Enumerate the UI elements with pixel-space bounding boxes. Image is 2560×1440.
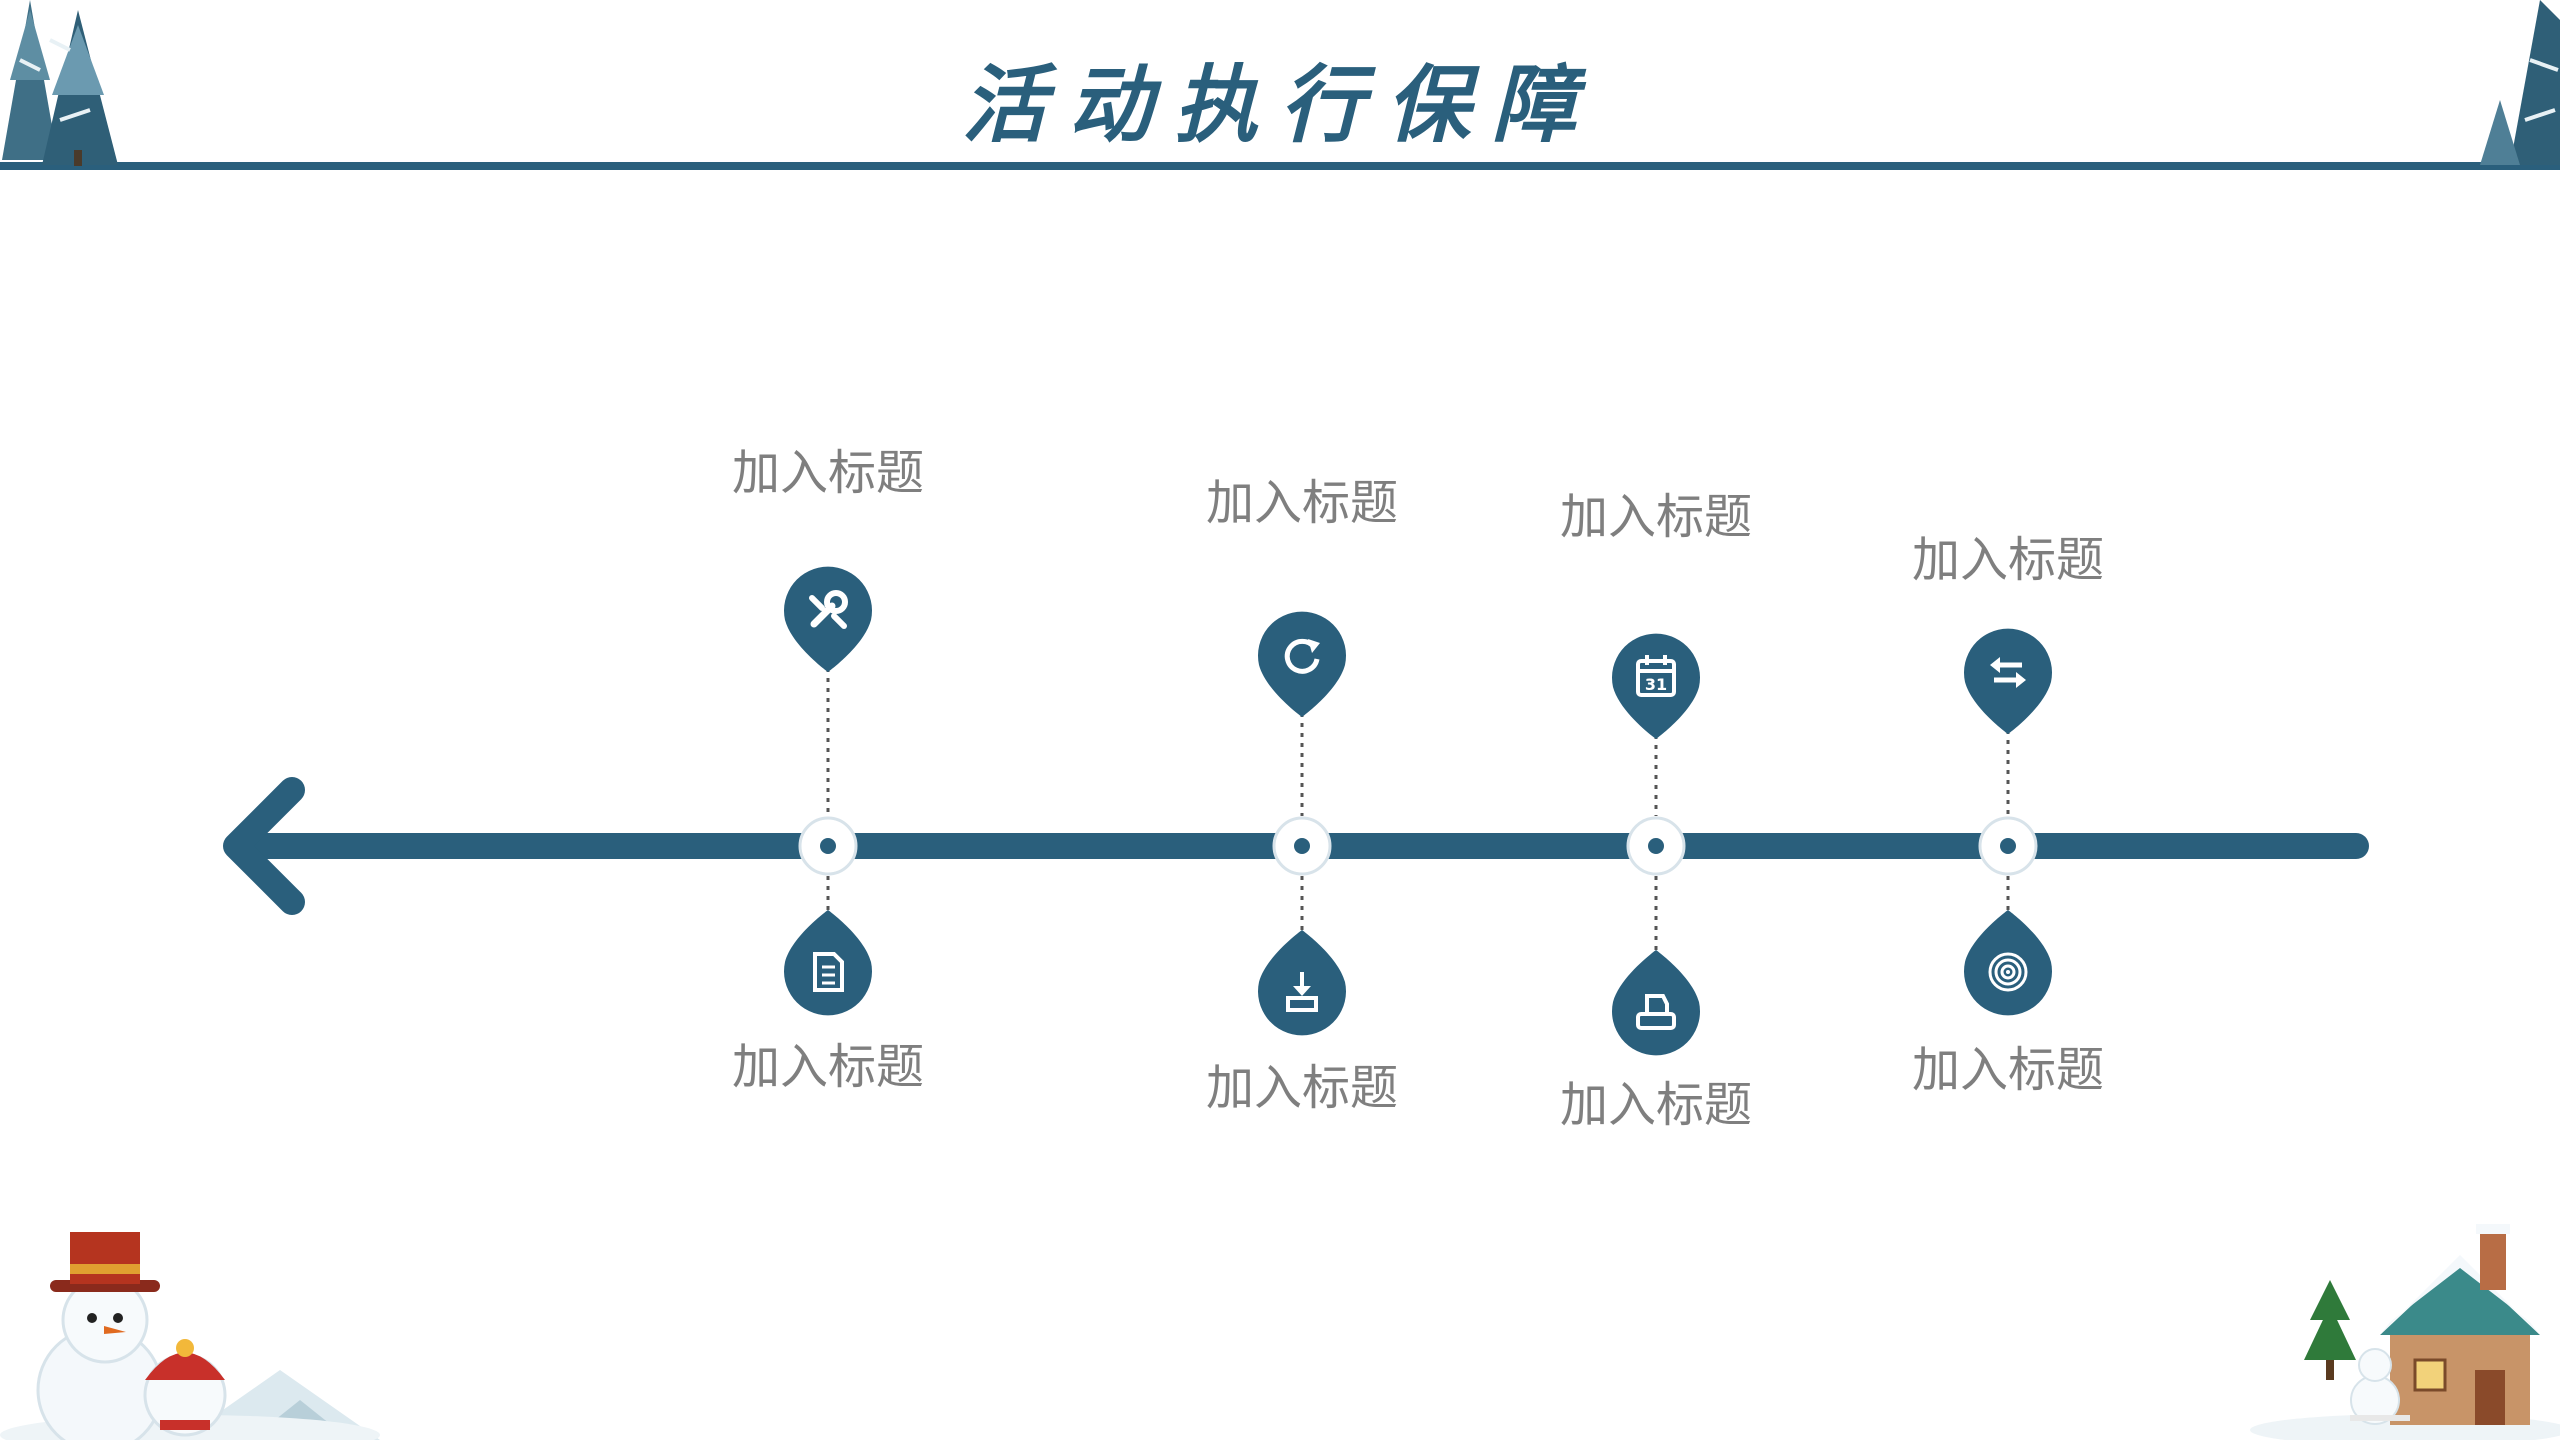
timeline-node-dot — [820, 838, 836, 854]
node-top-label: 加入标题 — [1911, 532, 2104, 588]
snowmen-bottom-left — [0, 1232, 380, 1440]
transfer-icon — [1962, 622, 2054, 734]
timeline-node-dot — [2000, 838, 2016, 854]
timeline-node-dot — [1648, 838, 1664, 854]
refresh-icon — [1256, 605, 1348, 717]
document-icon — [782, 910, 874, 1022]
node-bottom-label: 加入标题 — [1205, 1060, 1398, 1116]
pine-trees-top-left — [2, 0, 118, 166]
slide-title: 活动执行保障 — [961, 55, 1598, 154]
calendar-icon: 31 — [1610, 627, 1702, 739]
svg-text:31: 31 — [1645, 675, 1667, 694]
node-top-label: 加入标题 — [731, 445, 924, 501]
wrench-icon — [782, 560, 874, 672]
node-top-label: 加入标题 — [1205, 475, 1398, 531]
header-divider — [0, 162, 2560, 170]
target-icon — [1962, 910, 2054, 1022]
timeline-node-dot — [1294, 838, 1310, 854]
download-icon — [1256, 930, 1348, 1042]
node-bottom-label: 加入标题 — [731, 1039, 924, 1095]
node-bottom-label: 加入标题 — [1559, 1077, 1752, 1133]
printer-icon — [1610, 950, 1702, 1062]
node-top-label: 加入标题 — [1559, 489, 1752, 545]
timeline-arrowhead — [223, 777, 305, 915]
snow-house-bottom-right — [2250, 1224, 2560, 1440]
pine-trees-top-right — [2480, 0, 2560, 165]
node-bottom-label: 加入标题 — [1911, 1042, 2104, 1098]
